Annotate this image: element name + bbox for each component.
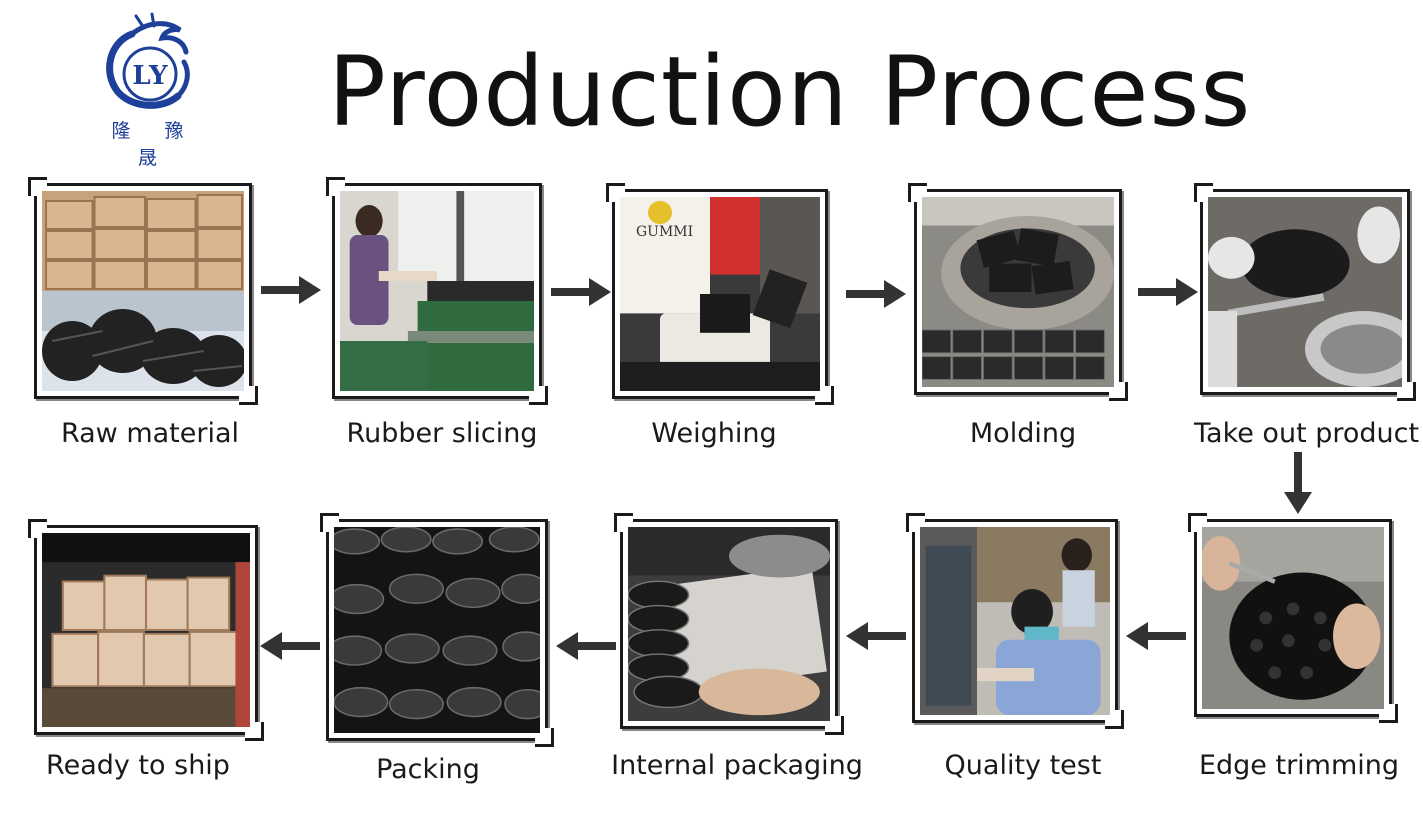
ready-to-ship-image xyxy=(42,533,250,727)
arrow-right-icon xyxy=(551,278,611,306)
step-label: Raw material xyxy=(60,418,240,449)
step-label: Internal packaging xyxy=(611,750,863,781)
company-logo: LY 隆 豫 晟 xyxy=(92,12,210,169)
take-out-product-image xyxy=(1208,197,1402,387)
step-edge-trimming-photo xyxy=(1194,519,1398,723)
step-label: Packing xyxy=(376,754,480,785)
step-ready-to-ship-photo xyxy=(34,525,264,741)
dragon-logo-icon: LY xyxy=(106,12,190,109)
molding-image xyxy=(922,197,1114,387)
step-take-out-product-photo xyxy=(1200,189,1416,401)
packing-image xyxy=(334,527,540,733)
step-raw-material-photo xyxy=(34,183,258,405)
svg-text:GUMMI: GUMMI xyxy=(636,224,693,240)
quality-test-image xyxy=(920,527,1110,715)
step-label: Molding xyxy=(969,418,1077,449)
page-title: Production Process xyxy=(328,36,1252,148)
arrow-down-icon xyxy=(1284,452,1312,514)
internal-packaging-image xyxy=(628,527,830,721)
arrow-left-icon xyxy=(1126,622,1186,650)
step-weighing-photo: GUMMI xyxy=(612,189,834,405)
arrow-left-icon xyxy=(556,632,616,660)
weighing-image: GUMMI xyxy=(620,197,820,391)
step-quality-test-photo xyxy=(912,519,1124,729)
raw-material-image xyxy=(42,191,244,391)
step-label: Rubber slicing xyxy=(346,418,538,449)
step-label: Ready to ship xyxy=(46,750,230,781)
arrow-right-icon xyxy=(1138,278,1198,306)
step-label: Take out product xyxy=(1194,418,1420,449)
rubber-slicing-image xyxy=(340,191,534,391)
step-rubber-slicing-photo xyxy=(332,183,548,405)
arrow-right-icon xyxy=(261,276,321,304)
step-label: Weighing xyxy=(651,418,777,449)
arrow-left-icon xyxy=(260,632,320,660)
arrow-right-icon xyxy=(846,280,906,308)
step-internal-packaging-photo xyxy=(620,519,844,735)
edge-trimming-image xyxy=(1202,527,1384,709)
step-molding-photo xyxy=(914,189,1128,401)
svg-text:LY: LY xyxy=(132,61,168,91)
step-label: Quality test xyxy=(944,750,1102,781)
step-label: Edge trimming xyxy=(1198,750,1400,781)
step-packing-photo xyxy=(326,519,554,747)
arrow-left-icon xyxy=(846,622,906,650)
logo-text: 隆 豫 晟 xyxy=(111,120,198,169)
